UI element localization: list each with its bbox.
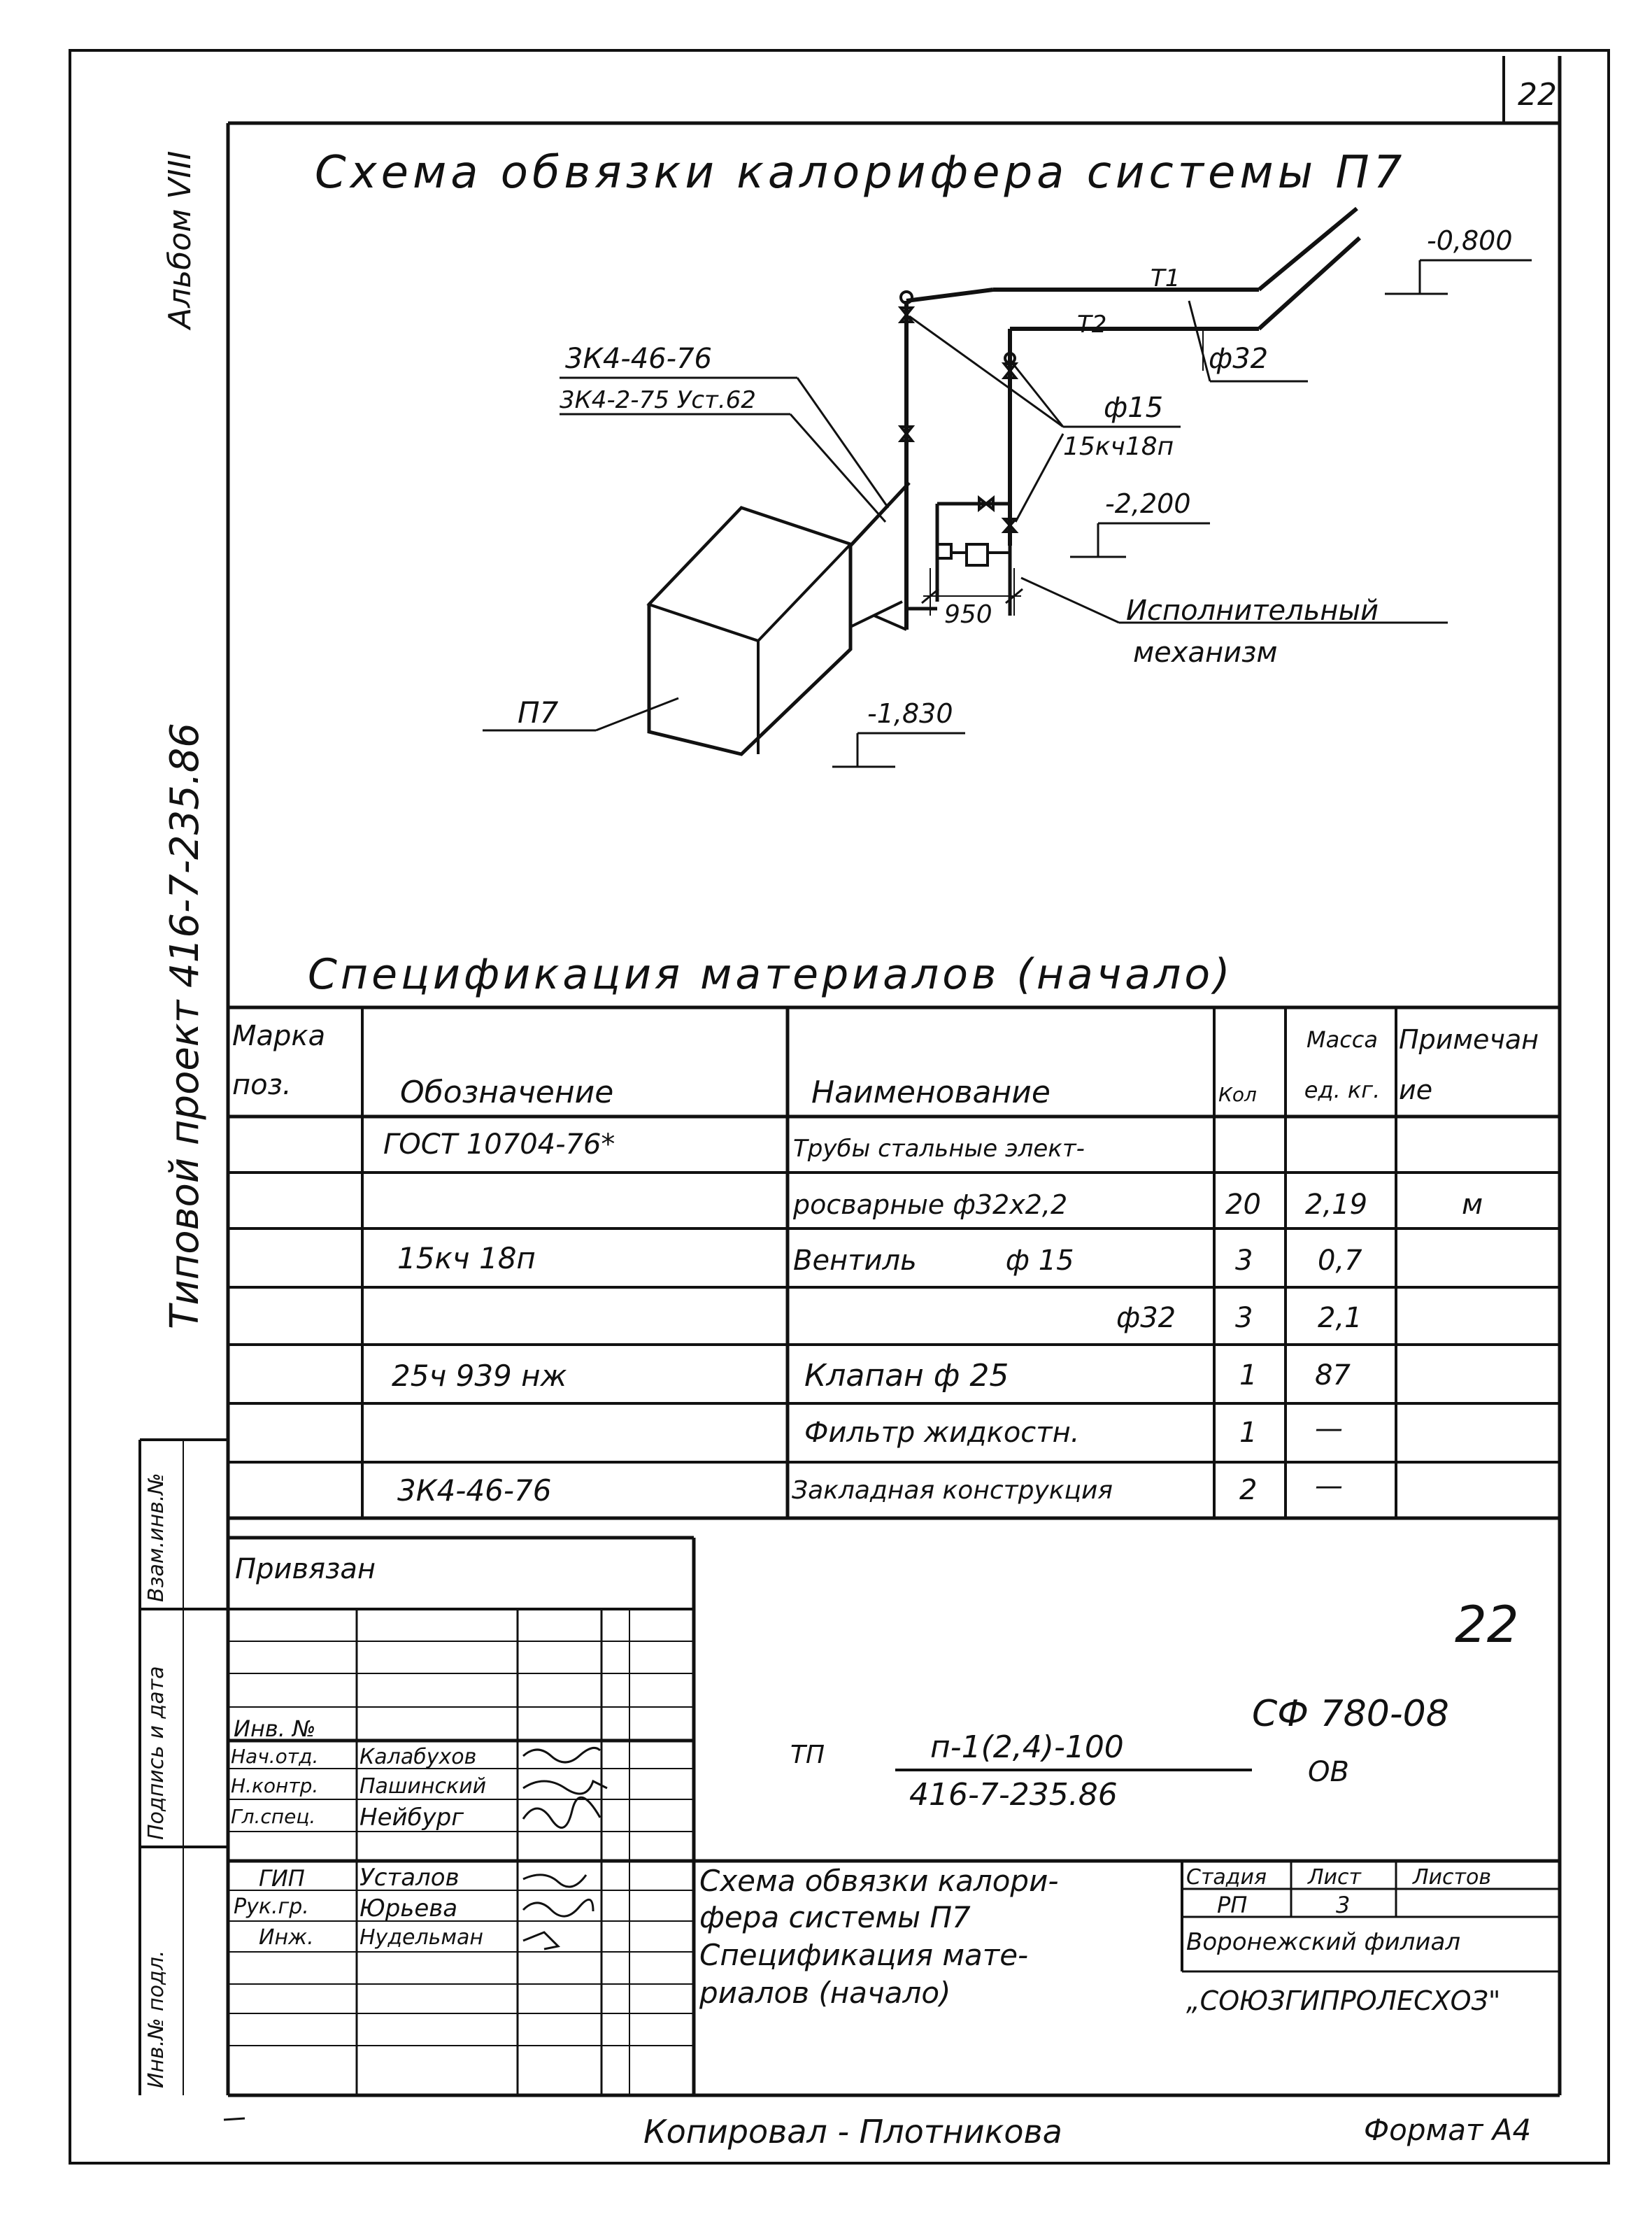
row-designation: 15кч 18п bbox=[397, 1240, 536, 1275]
label-actuator-1: Исполнительный bbox=[1126, 595, 1379, 627]
footer-copied-by: Копировал - Плотникова bbox=[643, 2113, 1062, 2151]
diagram-title: Схема обвязки калорифера системы П7 bbox=[315, 147, 1407, 199]
row-name: Клапан ф 25 bbox=[804, 1357, 1009, 1394]
label-valve: 15кч18п bbox=[1063, 432, 1174, 461]
label-d15: ф15 bbox=[1104, 392, 1164, 424]
footer-format: Формат А4 bbox=[1364, 2113, 1532, 2147]
stamp-tp-line2: 416-7-235.86 bbox=[909, 1777, 1118, 1813]
label-elev-bottom: -1,830 bbox=[867, 698, 953, 729]
row-qty: 3 bbox=[1235, 1245, 1253, 1277]
stamp-sheet: 3 bbox=[1336, 1892, 1351, 1918]
schematic bbox=[483, 206, 1532, 768]
row-name: ф32 bbox=[1116, 1302, 1176, 1334]
row-mass: 2,1 bbox=[1318, 1302, 1362, 1334]
header-designation: Обозначение bbox=[400, 1075, 614, 1110]
staff-name: Усталов bbox=[359, 1864, 460, 1892]
stamp-tp-line1: п-1(2,4)-100 bbox=[930, 1729, 1124, 1765]
header-mass: Масса ед. кг. bbox=[1304, 1026, 1381, 1103]
stamp-tp: ТП bbox=[790, 1741, 825, 1769]
row-name: Фильтр жидкостн. bbox=[804, 1417, 1080, 1449]
header-qty: Кол bbox=[1218, 1083, 1257, 1106]
label-zk46: 3К4-46-76 bbox=[565, 343, 712, 375]
row-mass: — bbox=[1315, 1412, 1343, 1445]
stamp-privyazan: Привязан bbox=[235, 1553, 376, 1585]
label-elev-mid: -2,200 bbox=[1105, 488, 1191, 519]
stamp-inv-no: Инв. № bbox=[234, 1715, 316, 1742]
staff-name: Пашинский bbox=[359, 1774, 487, 1799]
stamp-doc-title-1: Схема обвязки калори- bbox=[699, 1864, 1059, 1898]
stamp-tp-suffix: ОВ bbox=[1308, 1756, 1349, 1788]
stamp-doc-code: СФ 780-08 bbox=[1252, 1693, 1449, 1735]
stamp-org-2: „СОЮЗГИПРОЛЕСХОЗ" bbox=[1186, 1985, 1501, 2016]
staff-role: Рук.гр. bbox=[234, 1894, 309, 1919]
staff-role: Нач.отд. bbox=[231, 1745, 319, 1768]
stamp-stage: РП bbox=[1217, 1892, 1248, 1918]
header-mark: Марка поз. bbox=[232, 1020, 326, 1101]
row-qty: 1 bbox=[1239, 1417, 1258, 1449]
label-zk2: 3К4-2-75 Уст.62 bbox=[560, 386, 756, 414]
row-name: Вентиль ф 15 bbox=[793, 1245, 1074, 1277]
row-name: Трубы стальные элект- bbox=[793, 1135, 1085, 1163]
staff-role: Гл.спец. bbox=[231, 1805, 316, 1828]
row-qty: 3 bbox=[1235, 1302, 1253, 1334]
staff-role: Инж. bbox=[259, 1925, 314, 1950]
label-dim950: 950 bbox=[944, 600, 992, 629]
spec-title: Спецификация материалов (начало) bbox=[308, 950, 1234, 999]
label-unit-p7: П7 bbox=[518, 695, 559, 730]
page-number: 22 bbox=[1518, 77, 1557, 113]
staff-name: Калабухов bbox=[359, 1745, 477, 1769]
label-actuator-2: механизм bbox=[1133, 637, 1278, 669]
stamp-doc-title-2: фера системы П7 bbox=[699, 1900, 971, 1934]
header-note: Примечание bbox=[1399, 1024, 1539, 1105]
label-t2: Т2 bbox=[1077, 311, 1107, 339]
row-designation: ГОСТ 10704-76* bbox=[383, 1128, 615, 1161]
row-designation: 25ч 939 нж bbox=[392, 1358, 567, 1393]
row-name: Закладная конструкция bbox=[792, 1475, 1113, 1505]
stamp-big-number: 22 bbox=[1455, 1595, 1519, 1654]
row-mass: 2,19 bbox=[1305, 1189, 1368, 1221]
staff-name: Нудельман bbox=[359, 1925, 483, 1950]
label-d32: ф32 bbox=[1209, 343, 1269, 375]
staff-name: Нейбург bbox=[359, 1804, 464, 1832]
staff-role: ГИП bbox=[259, 1865, 305, 1892]
row-mass: — bbox=[1315, 1470, 1343, 1502]
row-qty: 20 bbox=[1225, 1189, 1261, 1221]
row-note: м bbox=[1462, 1189, 1483, 1221]
stamp-sheets-header: Листов bbox=[1413, 1865, 1492, 1890]
row-qty: 2 bbox=[1239, 1474, 1258, 1506]
stamp-doc-title-3: Спецификация мате- bbox=[699, 1938, 1029, 1972]
row-mass: 87 bbox=[1315, 1359, 1351, 1391]
row-qty: 1 bbox=[1239, 1359, 1258, 1391]
stamp-doc-title-4: риалов (начало) bbox=[699, 1976, 951, 2010]
stamp-stage-header: Стадия bbox=[1186, 1865, 1267, 1890]
row-mass: 0,7 bbox=[1318, 1245, 1362, 1277]
staff-role: Н.контр. bbox=[231, 1774, 319, 1797]
stamp-org-1: Воронежский филиал bbox=[1186, 1928, 1461, 1956]
row-designation: 3К4-46-76 bbox=[397, 1473, 552, 1508]
stamp-sheet-header: Лист bbox=[1308, 1865, 1362, 1890]
label-t1: Т1 bbox=[1151, 264, 1181, 292]
staff-name: Юрьева bbox=[359, 1894, 458, 1922]
header-name: Наименование bbox=[811, 1075, 1051, 1110]
row-name: росварные ф32х2,2 bbox=[793, 1189, 1068, 1220]
label-elev-top: -0,800 bbox=[1427, 225, 1513, 256]
